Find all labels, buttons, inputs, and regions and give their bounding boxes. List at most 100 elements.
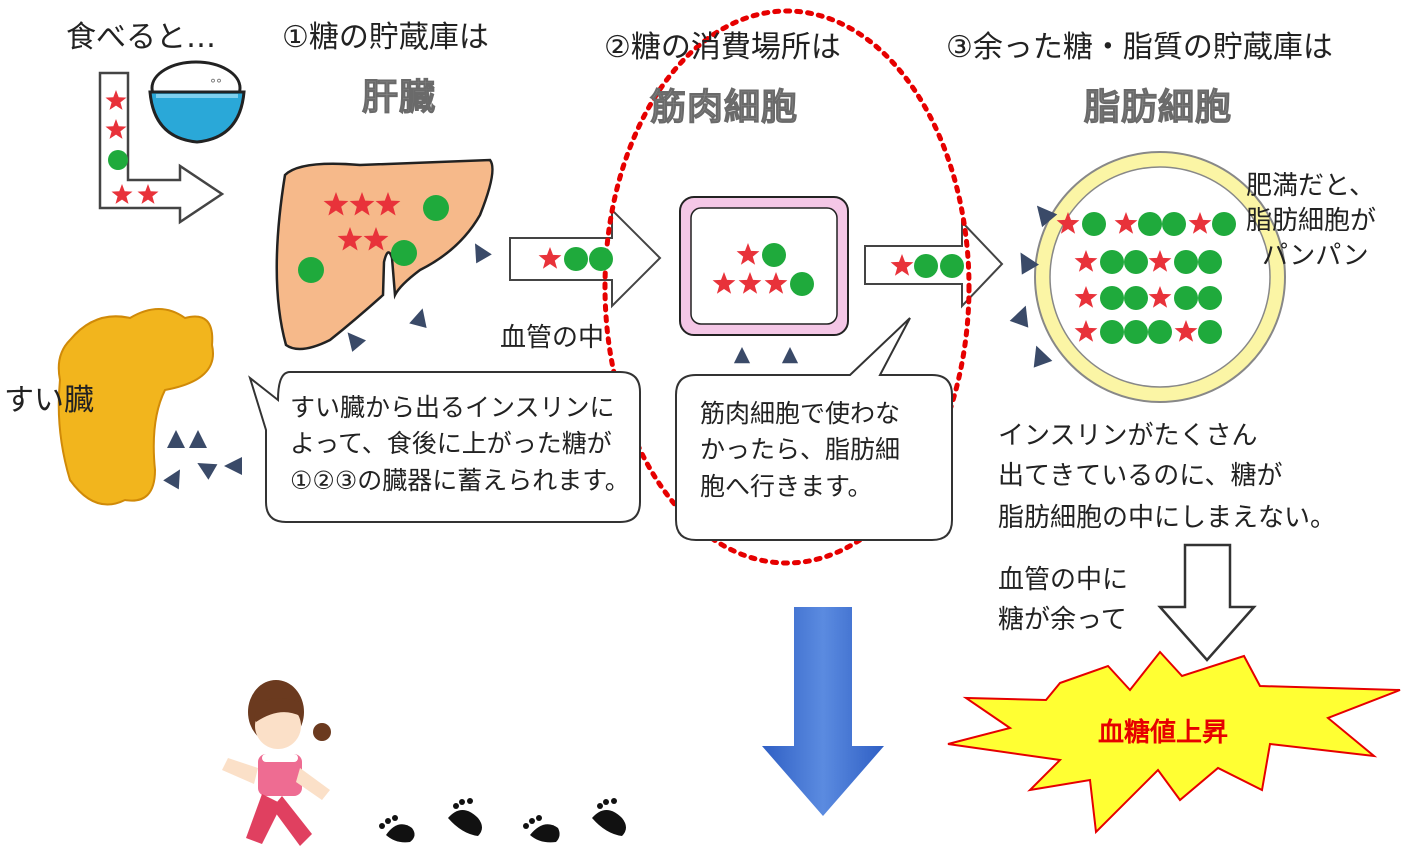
sugar-star	[105, 90, 127, 110]
fat-dot	[1100, 286, 1124, 310]
insulin-triangle	[733, 347, 751, 364]
sugar-star	[1074, 286, 1098, 308]
fat-dot	[1124, 320, 1148, 344]
insulin-triangle	[409, 308, 427, 329]
insulin-triangle	[163, 469, 180, 490]
insulin-triangle	[189, 430, 207, 448]
fat-dot	[298, 257, 324, 283]
insulin-bubble-text: すい臓から出るインスリンに よって、食後に上がった糖が ①②③の臓器に蓄えられま…	[290, 390, 630, 499]
hollow-down-arrow	[1157, 543, 1257, 662]
fat-dot	[1174, 250, 1198, 274]
sugar-star	[105, 119, 127, 139]
fat-dot	[1148, 320, 1172, 344]
obesity-note-3: パンパン	[1262, 241, 1369, 271]
fat-dot	[1100, 250, 1124, 274]
insulin-bubble-line-2: よって、食後に上がった糖が	[290, 429, 612, 459]
sugar-star	[1074, 320, 1098, 342]
header-step3: ③余った糖・脂質の貯蔵庫は	[946, 30, 1333, 65]
sugar-star	[712, 272, 736, 294]
sugar-star	[890, 254, 914, 276]
fat-dot	[1082, 212, 1106, 236]
insulin-triangle	[167, 430, 185, 448]
sugar-star	[337, 227, 363, 251]
insulin-triangle	[475, 243, 492, 264]
fat-dot	[1198, 250, 1222, 274]
fat-dot	[1198, 320, 1222, 344]
blood-sugar-rise-label: 血糖値上昇	[1098, 718, 1229, 748]
sugar-star	[111, 184, 133, 204]
muscle-bubble-line-3: 胞へ行きます。	[700, 471, 873, 501]
fat-dot	[790, 272, 814, 296]
liver-icon	[275, 158, 494, 351]
header-step2: ②糖の消費場所は	[604, 30, 841, 65]
sugar-star	[1188, 212, 1212, 234]
muscle-bubble	[675, 317, 953, 541]
insulin-note-3: 脂肪細胞の中にしまえない。	[998, 503, 1337, 533]
insulin-triangle	[224, 457, 242, 475]
muscle-bubble-line-1: 筋肉細胞で使わな	[700, 399, 901, 428]
insulin-note-2: 出てきているのに、糖が	[998, 461, 1283, 491]
fat-dot	[564, 247, 588, 271]
muscle-bubble-line-2: かったら、脂肪細	[700, 435, 901, 465]
fat-dot	[1100, 320, 1124, 344]
big-down-arrow	[762, 607, 884, 816]
highlight-ellipse	[602, 8, 972, 566]
insulin-triangle	[347, 332, 367, 352]
sugar-star	[1174, 320, 1198, 342]
sugar-star	[1074, 250, 1098, 272]
blood-sugar-burst	[947, 650, 1401, 835]
insulin-note-1: インスリンがたくさん	[998, 421, 1258, 451]
fat-dot	[589, 247, 613, 271]
intake-arrow	[98, 71, 225, 225]
fat-dot	[391, 240, 417, 266]
insulin-triangle	[781, 347, 799, 364]
excess-sugar-2: 糖が余って	[998, 605, 1127, 635]
sugar-star	[764, 272, 788, 294]
insulin-triangle	[1009, 305, 1029, 328]
organ-muscle-title: 筋肉細胞	[649, 87, 799, 129]
fat-dot	[1138, 212, 1162, 236]
fat-dot	[1198, 286, 1222, 310]
sugar-star	[738, 272, 762, 294]
insulin-triangle	[1036, 205, 1058, 228]
pancreas-icon	[57, 308, 214, 506]
insulin-triangle	[1020, 252, 1039, 275]
fat-dot	[108, 150, 128, 170]
fat-dot	[1124, 286, 1148, 310]
sugar-star	[375, 192, 401, 216]
insulin-bubble	[248, 371, 641, 523]
fat-dot	[1212, 212, 1236, 236]
fat-dot	[762, 243, 786, 267]
sugar-star	[1114, 212, 1138, 234]
blood-vessel-label: 血管の中	[500, 323, 605, 353]
insulin-bubble-line-3: ①②③の臓器に蓄えられます。	[290, 465, 630, 495]
insulin-triangle	[1033, 345, 1053, 368]
fat-dot	[940, 254, 964, 278]
rice-bowl-icon: °°	[148, 60, 246, 144]
muscle-bubble-text: 筋肉細胞で使わな かったら、脂肪細 胞へ行きます。	[700, 396, 900, 505]
sugar-star	[1148, 250, 1172, 272]
running-girl-icon	[222, 680, 331, 846]
insulin-bubble-line-1: すい臓から出るインスリンに	[290, 393, 615, 422]
sugar-star	[137, 184, 159, 204]
sugar-star	[363, 227, 389, 251]
header-step1: ①糖の貯蔵庫は	[282, 20, 489, 55]
sugar-star	[538, 247, 562, 269]
sugar-star	[1148, 286, 1172, 308]
pancreas-label: すい臓	[4, 383, 94, 418]
fat-dot	[1124, 250, 1148, 274]
muscle-cell	[679, 196, 849, 336]
header-eat: 食べると…	[66, 20, 216, 55]
excess-sugar-1: 血管の中に	[998, 565, 1129, 595]
fat-dot	[423, 195, 449, 221]
insulin-triangle	[197, 463, 218, 480]
organ-fat-title: 脂肪細胞	[1083, 87, 1233, 129]
organ-liver-title: 肝臓	[361, 77, 437, 119]
sugar-star	[349, 192, 375, 216]
mark-layer	[105, 90, 1236, 490]
sugar-star	[323, 192, 349, 216]
obesity-note-2: 脂肪細胞が	[1246, 206, 1377, 236]
svg-text:°°: °°	[210, 77, 222, 91]
footprints-icon	[379, 798, 626, 843]
